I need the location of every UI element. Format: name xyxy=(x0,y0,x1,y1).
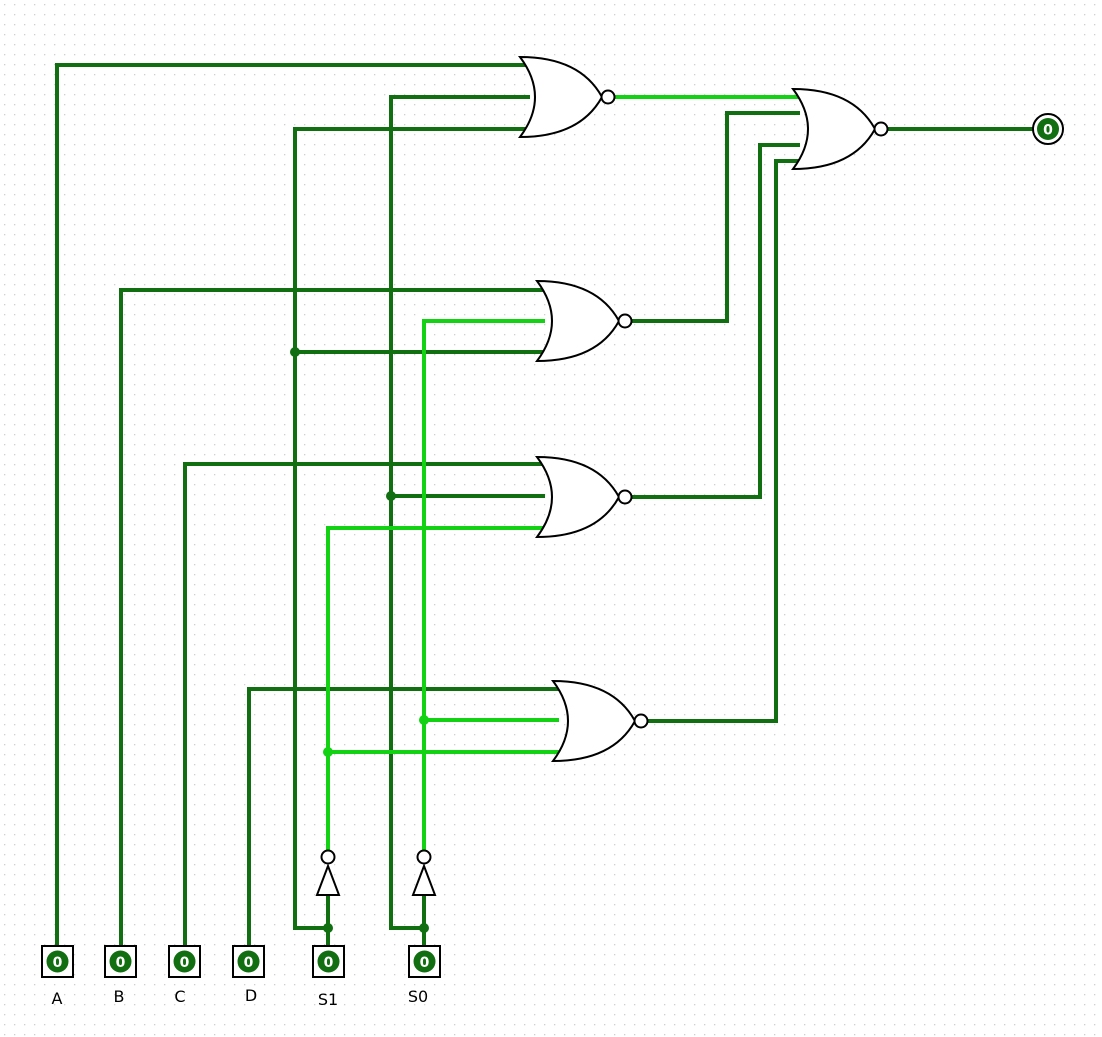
input-value: 0 xyxy=(53,955,63,971)
wire-s1-branch xyxy=(293,127,530,930)
wire-not-s1 xyxy=(326,526,545,850)
not-gate-s0[interactable] xyxy=(411,849,437,896)
input-label-s0: S0 xyxy=(408,987,428,1006)
input-pin-b[interactable]: 0 xyxy=(104,945,137,978)
input-value: 0 xyxy=(116,955,126,971)
input-label-s1: S1 xyxy=(318,990,338,1009)
input-pin-a[interactable]: 0 xyxy=(41,945,74,978)
nor-gate-3[interactable] xyxy=(535,455,633,539)
nor-gate-2[interactable] xyxy=(535,279,633,363)
wire-b xyxy=(119,288,545,947)
input-pin-s1[interactable]: 0 xyxy=(312,945,345,978)
junction-dot xyxy=(323,747,333,757)
input-pin-d[interactable]: 0 xyxy=(232,945,265,978)
not-gate-s1[interactable] xyxy=(315,849,341,896)
wire-g4-out xyxy=(646,159,800,723)
wires-low xyxy=(55,63,1035,947)
input-pin-c[interactable]: 0 xyxy=(168,945,201,978)
junction-dot xyxy=(290,347,300,357)
wire-g2-out xyxy=(630,111,800,323)
nor-gate-4[interactable] xyxy=(551,679,649,763)
junction-dot xyxy=(419,923,429,933)
junction-dot xyxy=(386,491,396,501)
junction-dot xyxy=(323,923,333,933)
junction-dot xyxy=(419,715,429,725)
wire-a xyxy=(55,63,530,947)
junctions xyxy=(290,347,429,933)
input-label-a: A xyxy=(52,989,63,1008)
input-value: 0 xyxy=(324,955,334,971)
wires-high xyxy=(326,95,800,850)
nor-gate-1[interactable] xyxy=(518,55,616,139)
output-pin: 0 xyxy=(1032,113,1064,145)
output-value: 0 xyxy=(1043,123,1053,139)
input-value: 0 xyxy=(180,955,190,971)
input-pin-s0[interactable]: 0 xyxy=(408,945,441,978)
input-label-d: D xyxy=(245,986,257,1005)
wire-g3-out xyxy=(630,143,800,499)
input-value: 0 xyxy=(420,955,430,971)
input-label-c: C xyxy=(174,987,185,1006)
nor-gate-final[interactable] xyxy=(791,87,889,171)
input-value: 0 xyxy=(244,955,254,971)
wire-not-s0 xyxy=(422,319,545,850)
input-label-b: B xyxy=(114,987,125,1006)
wire-d xyxy=(247,687,559,947)
wire-s0-branch xyxy=(389,95,530,930)
